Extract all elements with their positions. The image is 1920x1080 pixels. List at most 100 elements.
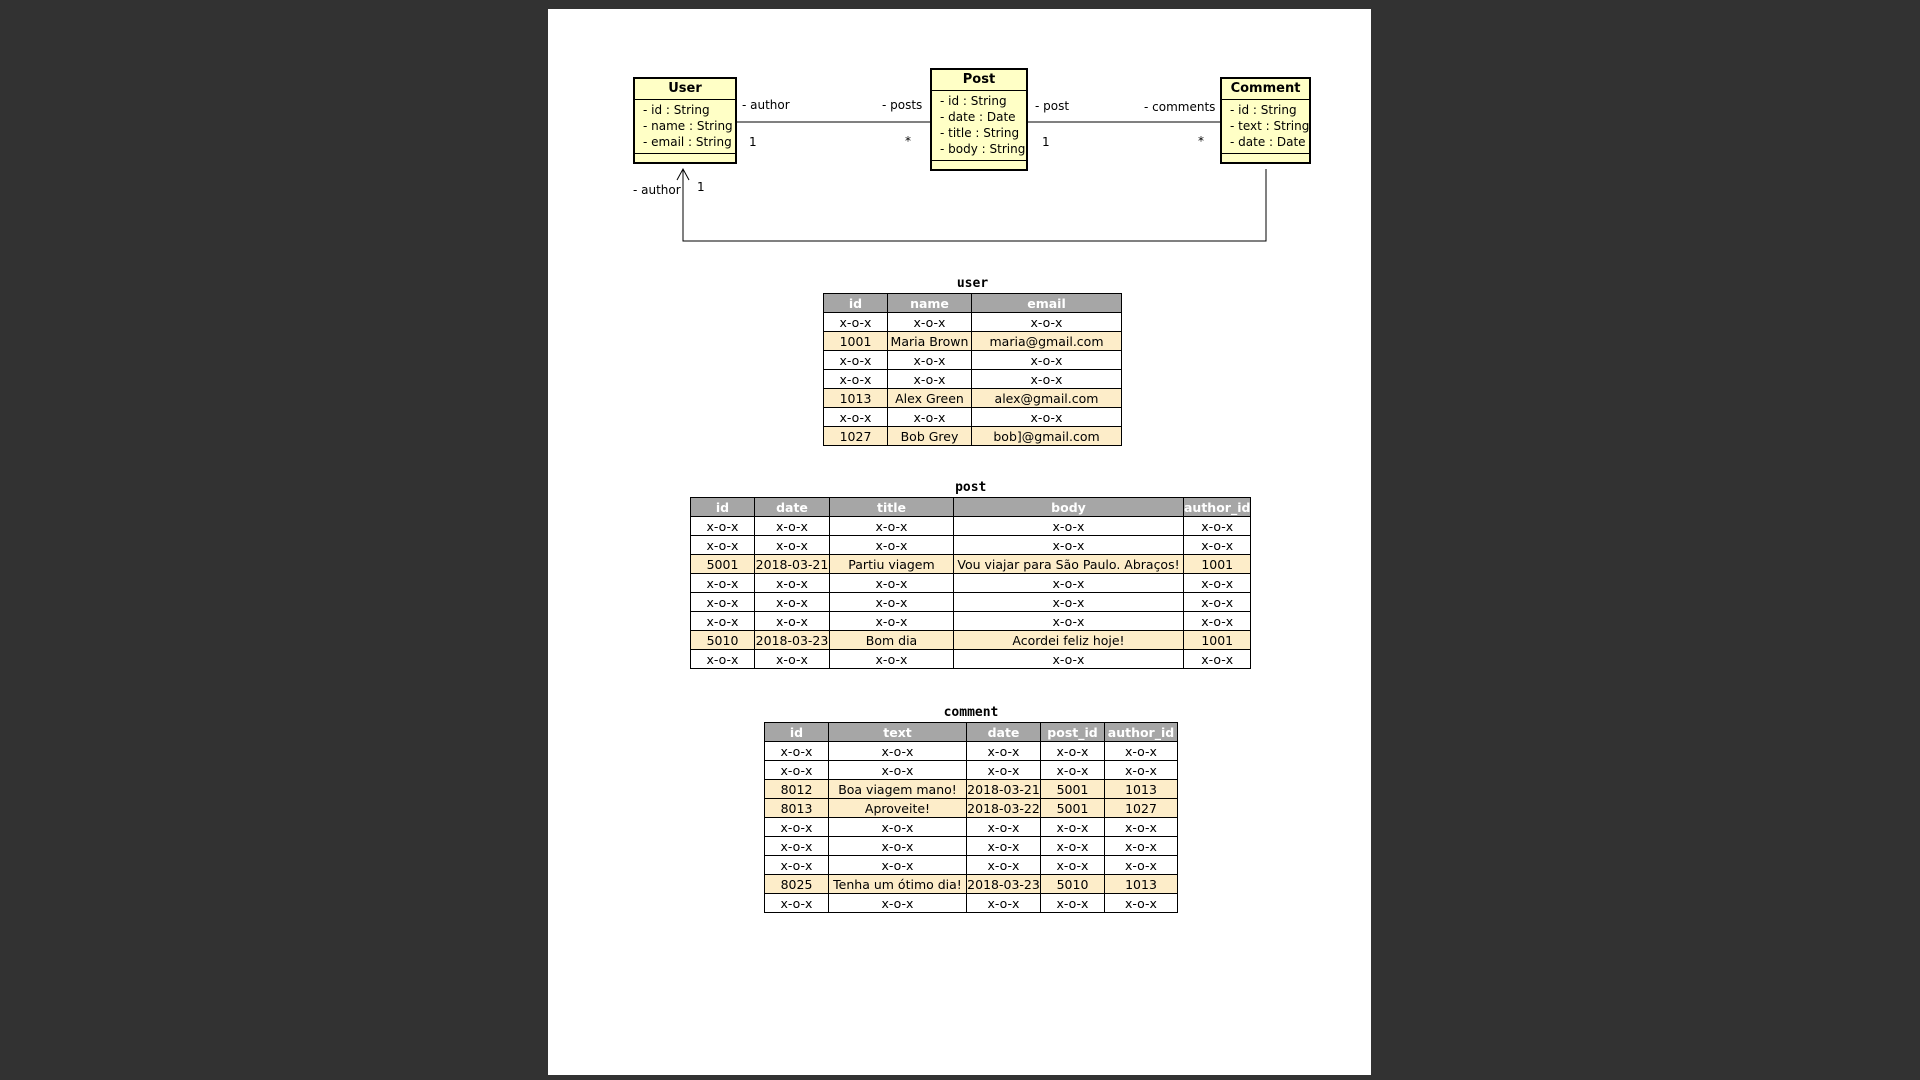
table-cell: x-o-x <box>690 573 755 593</box>
table-cell: x-o-x <box>690 535 755 555</box>
column-header: email <box>971 293 1122 313</box>
association-comment-user <box>682 169 1267 242</box>
uml-attribute: - date : Date <box>1230 135 1306 149</box>
column-header: title <box>829 497 954 517</box>
uml-class-operations <box>1222 154 1309 162</box>
table-cell: 8025 <box>764 874 829 894</box>
table-cell: x-o-x <box>1182 592 1252 612</box>
table-cell: x-o-x <box>1040 855 1105 875</box>
table-cell: 5001 <box>690 554 755 574</box>
table-cell: x-o-x <box>971 369 1122 389</box>
uml-association-lines <box>676 121 1267 242</box>
table-cell: x-o-x <box>953 516 1184 536</box>
table-cell: x-o-x <box>690 611 755 631</box>
table-cell: x-o-x <box>953 535 1184 555</box>
table-cell: x-o-x <box>1182 649 1252 669</box>
table-cell: Alex Green <box>887 388 972 408</box>
multiplicity-label: 1 <box>1042 135 1050 149</box>
table-cell: Partiu viagem <box>829 554 954 574</box>
role-label: - author <box>633 183 681 197</box>
table-cell: x-o-x <box>828 741 967 761</box>
column-header: id <box>823 293 888 313</box>
column-header: id <box>764 722 829 742</box>
uml-class-post: Post - id : String - date : Date - title… <box>930 68 1028 171</box>
table-cell: x-o-x <box>823 312 888 332</box>
table-cell: x-o-x <box>829 573 954 593</box>
table-cell: Tenha um ótimo dia! <box>828 874 967 894</box>
uml-attribute: - id : String <box>1230 103 1297 117</box>
role-label: - posts <box>882 98 923 112</box>
table-cell: x-o-x <box>828 817 967 837</box>
table-cell: x-o-x <box>966 817 1041 837</box>
table-cell: x-o-x <box>828 760 967 780</box>
table-cell: x-o-x <box>764 741 829 761</box>
table-cell: 8013 <box>764 798 829 818</box>
uml-class-name: User <box>635 79 735 100</box>
table-cell: x-o-x <box>690 592 755 612</box>
uml-attribute: - date : Date <box>940 110 1016 124</box>
table-cell: x-o-x <box>690 516 755 536</box>
table-title: post <box>955 480 987 495</box>
table-cell: x-o-x <box>828 893 967 913</box>
uml-attribute: - body : String <box>940 142 1026 156</box>
table-cell: 1027 <box>823 426 888 446</box>
table-cell: x-o-x <box>953 592 1184 612</box>
multiplicity-label: * <box>905 134 911 148</box>
table-cell: x-o-x <box>829 649 954 669</box>
table-cell: x-o-x <box>887 407 972 427</box>
table-cell: Acordei feliz hoje! <box>953 630 1184 650</box>
table-cell: x-o-x <box>1182 611 1252 631</box>
table-cell: x-o-x <box>1104 741 1178 761</box>
table-cell: x-o-x <box>1104 855 1178 875</box>
table-cell: x-o-x <box>1182 516 1252 536</box>
uml-class-name: Post <box>932 70 1026 91</box>
table-cell: x-o-x <box>1040 760 1105 780</box>
uml-class-attributes: - id : String - name : String - email : … <box>635 100 735 154</box>
table-cell: x-o-x <box>1182 573 1252 593</box>
table-title: comment <box>943 705 999 720</box>
table-cell: x-o-x <box>966 741 1041 761</box>
table-cell: bob]@gmail.com <box>971 426 1122 446</box>
table-cell: 2018-03-23 <box>966 874 1041 894</box>
table-cell: x-o-x <box>828 836 967 856</box>
table-cell: x-o-x <box>829 592 954 612</box>
table-cell: x-o-x <box>1040 893 1105 913</box>
uml-class-operations <box>932 161 1026 169</box>
column-header: body <box>953 497 1184 517</box>
uml-class-attributes: - id : String - date : Date - title : St… <box>932 91 1026 161</box>
table-cell: x-o-x <box>754 592 830 612</box>
role-label: - author <box>742 98 790 112</box>
multiplicity-label: 1 <box>749 135 757 149</box>
table-cell: x-o-x <box>829 516 954 536</box>
arrowhead-icon <box>676 167 690 181</box>
uml-class-diagram: User - id : String - name : String - ema… <box>548 9 1371 269</box>
table-cell: 5001 <box>1040 779 1105 799</box>
uml-attribute: - title : String <box>940 126 1020 140</box>
table-cell: Bob Grey <box>887 426 972 446</box>
role-label: - post <box>1035 99 1070 113</box>
table-cell: x-o-x <box>966 893 1041 913</box>
table-cell: x-o-x <box>1040 817 1105 837</box>
table-cell: x-o-x <box>828 855 967 875</box>
column-header: date <box>966 722 1041 742</box>
table-cell: 5001 <box>1040 798 1105 818</box>
table-cell: x-o-x <box>690 649 755 669</box>
table-cell: 2018-03-23 <box>754 630 830 650</box>
table-cell: x-o-x <box>966 760 1041 780</box>
